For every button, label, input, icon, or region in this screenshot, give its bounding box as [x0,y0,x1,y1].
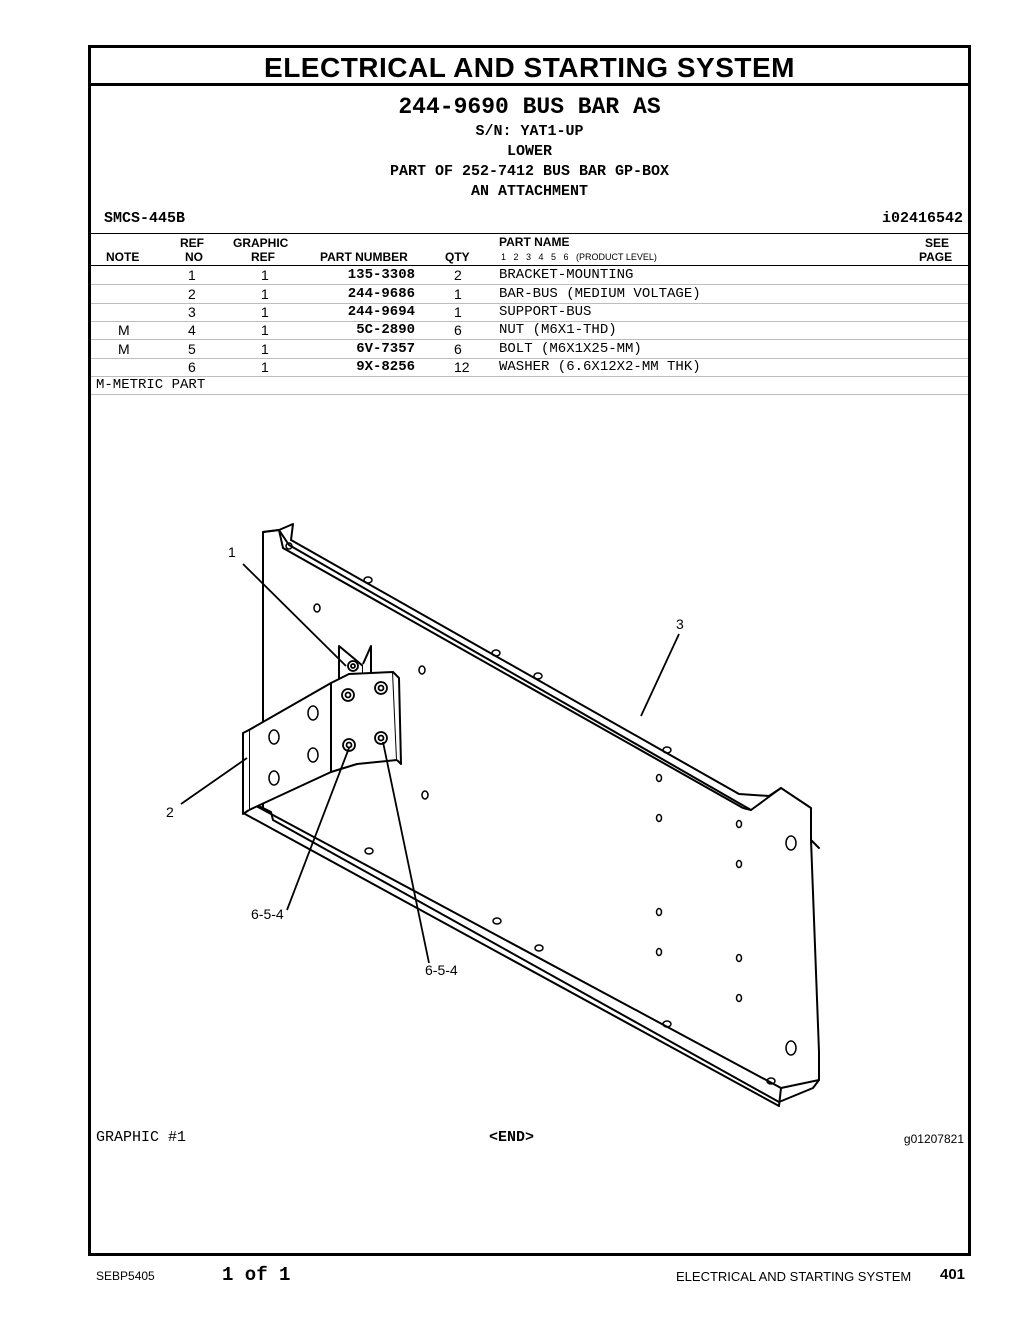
row-graphic-ref: 1 [261,286,269,302]
end-marker: <END> [489,1129,535,1146]
section-title: ELECTRICAL AND STARTING SYSTEM [91,48,968,86]
header-ref-no: NO [185,250,203,264]
row-part-number: 244-9686 [347,286,415,302]
graphic-label: GRAPHIC #1 [96,1129,187,1146]
callout-2: 2 [166,804,174,820]
support-bus-bottom-flange [262,807,820,1103]
position-label: LOWER [506,143,552,160]
row-graphic-ref: 1 [261,322,269,338]
header-part-name: PART NAME [499,235,570,249]
header-part-number: PART NUMBER [320,250,408,264]
mounting-holes [285,542,797,1085]
smcs-code: SMCS-445B [104,210,186,227]
serial-number: S/N: YAT1-UP [475,123,584,140]
row-qty: 1 [454,286,462,302]
row-part-number: 244-9694 [347,304,415,320]
footer-page-count: 1 of 1 [222,1264,291,1286]
row-qty: 6 [454,341,462,357]
header-ref: REF [180,236,204,250]
bus-bar-plate [248,682,332,811]
row-part-name: NUT (M6X1-THD) [499,322,617,338]
row-note: M [118,341,130,357]
row-part-name: WASHER (6.6X12X2-MM THK) [499,359,701,375]
callout-3: 3 [676,616,684,632]
row-graphic-ref: 1 [261,304,269,320]
row-qty: 2 [454,267,462,283]
row-part-name: BRACKET-MOUNTING [499,267,634,283]
header-product-levels: 1 2 3 4 5 6 (PRODUCT LEVEL) [501,252,657,262]
row-ref: 2 [188,286,196,302]
row-graphic-ref: 1 [261,341,269,357]
row-qty: 12 [454,359,470,375]
bracket-and-bus-bar [242,645,402,815]
group-title: 244-9690 BUS BAR AS [398,94,661,120]
metric-footnote: M-METRIC PART [96,377,206,393]
row-ref: 5 [188,341,196,357]
row-ref: 3 [188,304,196,320]
row-graphic-ref: 1 [261,359,269,375]
row-part-number: 135-3308 [347,267,415,283]
page-frame: ELECTRICAL AND STARTING SYSTEM 244-9690 … [88,45,971,1256]
footer-section: ELECTRICAL AND STARTING SYSTEM [676,1269,912,1284]
bus-bar-holes [268,705,319,786]
callout-1: 1 [228,544,236,560]
part-of-label: PART OF 252-7412 BUS BAR GP-BOX [389,163,670,180]
row-part-number: 9X-8256 [356,359,415,375]
row-part-name: BAR-BUS (MEDIUM VOLTAGE) [499,286,701,302]
support-bus-outline [244,529,820,1089]
bus-bar-illustration [180,523,820,1107]
row-part-number: 5C-2890 [356,322,415,338]
footer-doc-number: SEBP5405 [96,1269,155,1283]
bolts [341,660,388,752]
row-ref: 1 [188,267,196,283]
callout-6-5-4-left: 6-5-4 [251,906,284,922]
header-graphic: GRAPHIC [233,236,289,250]
row-note: M [118,322,130,338]
row-part-name: SUPPORT-BUS [499,304,592,320]
callout-6-5-4-right: 6-5-4 [425,962,458,978]
header-graphic-ref: REF [251,250,275,264]
footer-page-number: 401 [940,1266,966,1283]
row-graphic-ref: 1 [261,267,269,283]
header-qty: QTY [445,250,470,264]
attachment-label: AN ATTACHMENT [470,183,589,200]
row-part-number: 6V-7357 [356,341,415,357]
graphic-id: g01207821 [903,1132,964,1146]
row-ref: 6 [188,359,196,375]
row-qty: 1 [454,304,462,320]
header-note: NOTE [106,250,140,264]
document-id: i02416542 [881,210,963,227]
row-ref: 4 [188,322,196,338]
row-part-name: BOLT (M6X1X25-MM) [499,341,642,357]
row-qty: 6 [454,322,462,338]
leader-lines [180,563,680,964]
header-see: SEE [925,236,950,250]
header-see-page: PAGE [919,250,953,264]
